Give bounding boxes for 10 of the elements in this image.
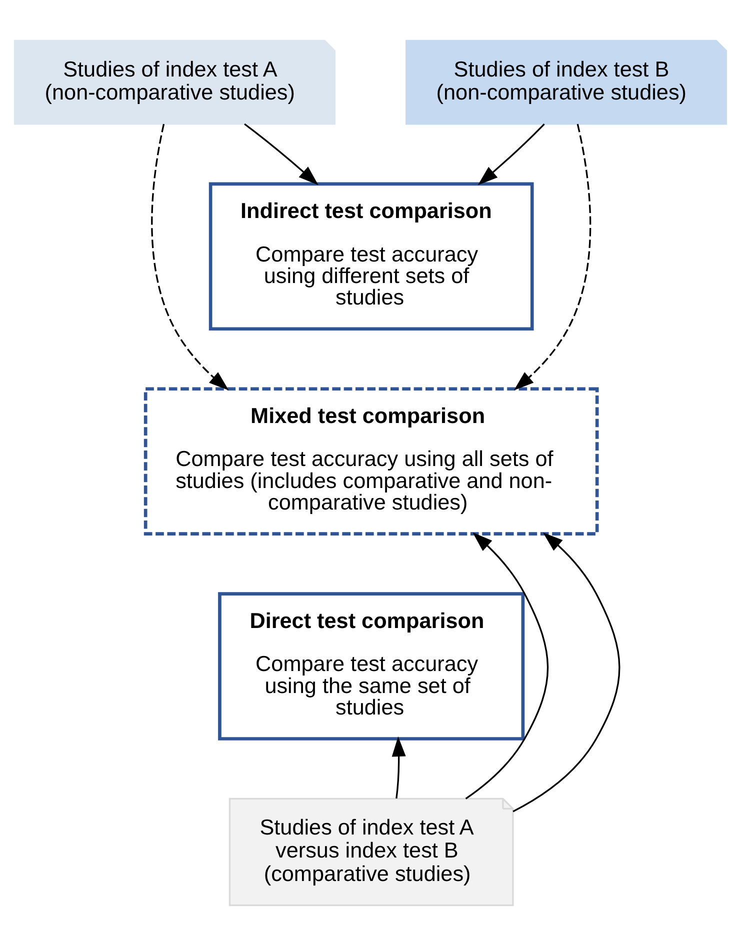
- arrow: [514, 123, 592, 390]
- arrow: [512, 532, 620, 812]
- arrow: [478, 122, 545, 185]
- node-box: Mixed test comparison Compare test accuracy using all sets of studies (includes comparative and non-comparative studies): [144, 386, 599, 535]
- arrow: [392, 736, 406, 798]
- arrow: [151, 123, 229, 390]
- node-box: Indirect test comparison Compare test accuracy using different sets of studies: [208, 182, 534, 330]
- node-box: Direct test comparison Compare test accuracy using the same set of studies: [218, 592, 525, 740]
- arrow: [244, 122, 318, 185]
- arrow: [465, 532, 549, 799]
